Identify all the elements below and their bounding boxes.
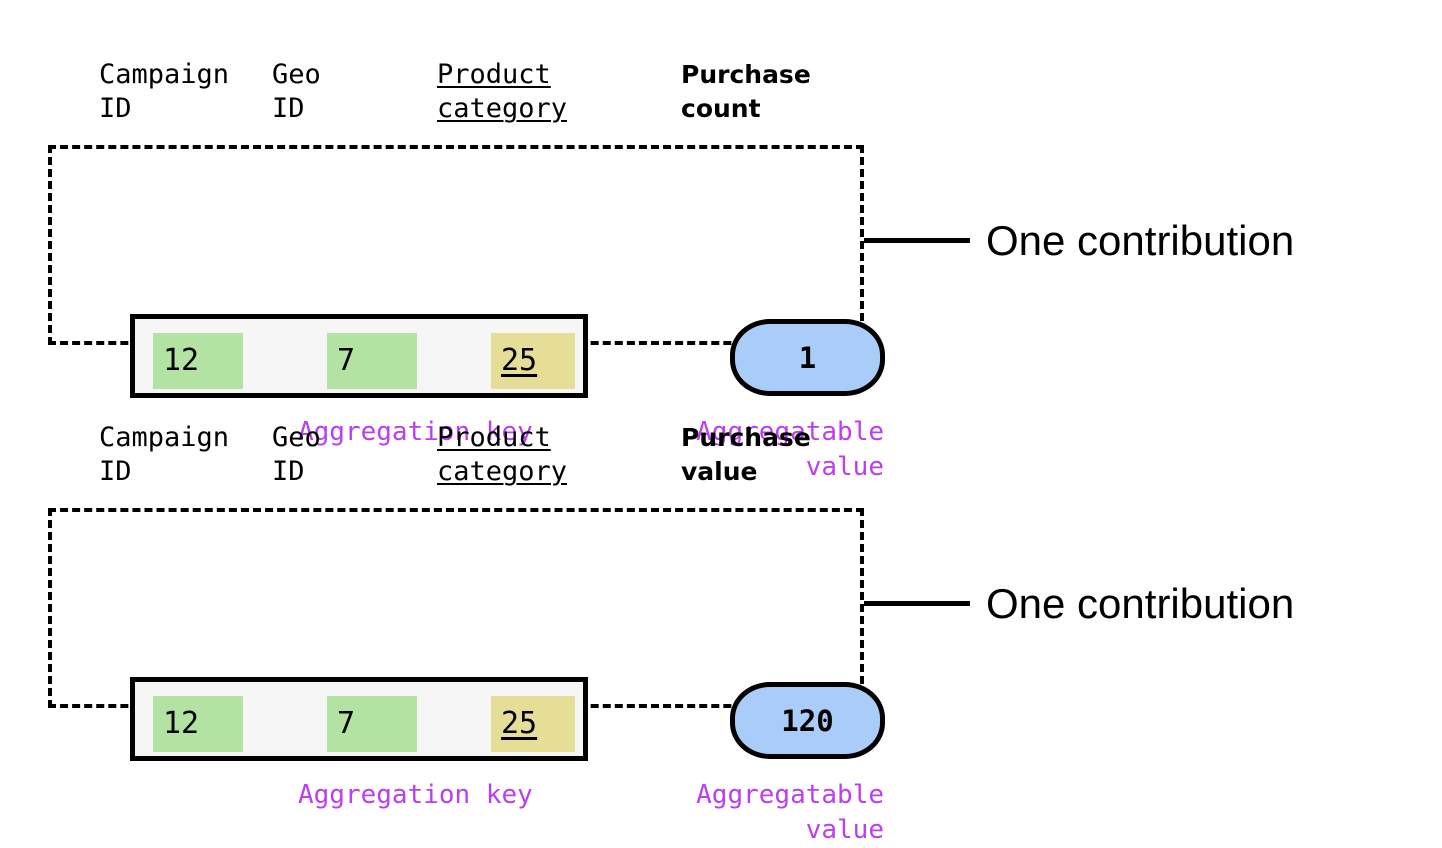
contribution-boundary: 12 7 25 120 Aggregation key Aggregatable… <box>48 508 885 845</box>
annotation-connector-line <box>864 601 970 606</box>
key-cell-product-category-value: 25 <box>501 706 538 741</box>
contribution-boundary: 12 7 25 1 Aggregation key Aggregatable v… <box>48 145 885 482</box>
key-cell-product-category: 25 <box>491 333 575 389</box>
annotation-one-contribution: One contribution <box>986 580 1295 627</box>
column-headers: Campaign ID Geo ID Product category Purc… <box>0 421 1442 499</box>
aggregatable-value-text: 1 <box>798 340 817 375</box>
header-product-category: Product category <box>437 422 568 487</box>
header-product-category: Product category <box>437 59 568 124</box>
aggregatable-value-pill: 120 <box>730 682 885 759</box>
key-cell-product-category: 25 <box>491 696 575 752</box>
header-campaign-id: Campaign ID <box>99 59 230 124</box>
key-cell-geo-id-value: 7 <box>337 706 356 741</box>
caption-aggregatable-value: Aggregatable value <box>696 417 884 482</box>
key-cell-campaign-id-value: 12 <box>163 343 200 378</box>
key-cell-campaign-id: 12 <box>153 696 243 752</box>
key-cell-product-category-value: 25 <box>501 343 538 378</box>
contribution-diagram: Campaign ID Geo ID Product category Purc… <box>0 58 1442 845</box>
annotation-connector-line <box>864 238 970 243</box>
column-headers: Campaign ID Geo ID Product category Purc… <box>0 58 1442 136</box>
aggregatable-value-text: 120 <box>781 703 834 738</box>
caption-aggregatable-value: Aggregatable value <box>696 780 884 845</box>
key-cell-geo-id: 7 <box>327 696 417 752</box>
aggregation-key-box: 12 7 25 <box>130 314 588 398</box>
header-geo-id: Geo ID <box>272 422 321 487</box>
caption-aggregation-key: Aggregation key <box>298 780 533 810</box>
key-cell-geo-id-value: 7 <box>337 343 356 378</box>
caption-aggregation-key: Aggregation key <box>298 417 533 447</box>
aggregation-key-box: 12 7 25 <box>130 677 588 761</box>
header-purchase-value: Purchase value <box>681 423 811 486</box>
annotation-one-contribution: One contribution <box>986 217 1295 264</box>
header-purchase-count: Purchase count <box>681 60 811 123</box>
key-cell-campaign-id-value: 12 <box>163 706 200 741</box>
key-cell-campaign-id: 12 <box>153 333 243 389</box>
header-geo-id: Geo ID <box>272 59 321 124</box>
key-cell-geo-id: 7 <box>327 333 417 389</box>
aggregatable-value-pill: 1 <box>730 319 885 396</box>
header-campaign-id: Campaign ID <box>99 422 230 487</box>
